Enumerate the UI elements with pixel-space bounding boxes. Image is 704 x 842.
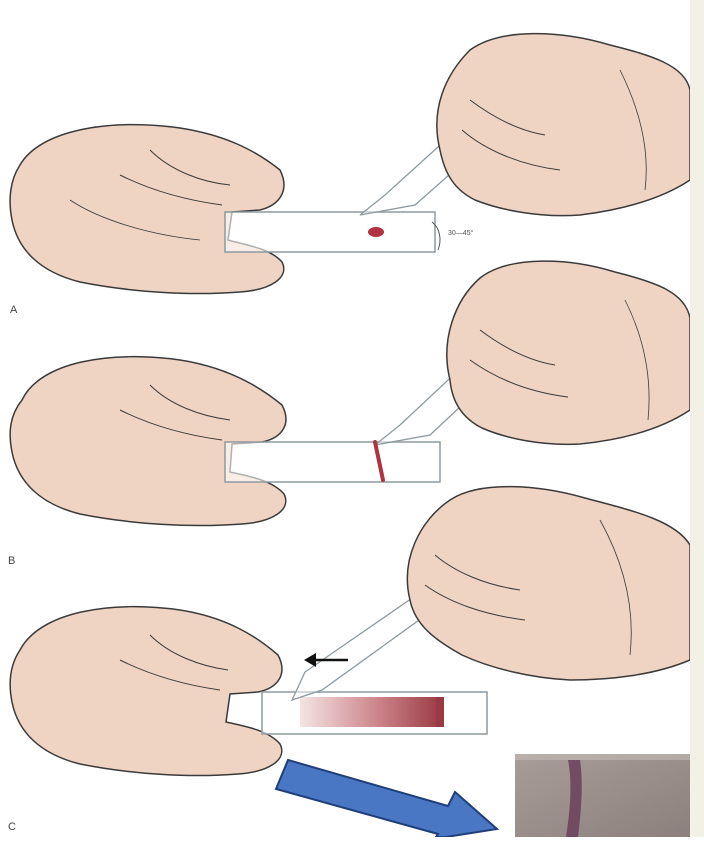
left-hand-a [10,125,284,294]
right-hand-b [447,261,690,444]
smear-photo-inset [515,754,704,837]
slide-a [225,212,435,252]
right-hand-a [437,34,690,216]
page-edge-strip [690,0,704,837]
callout-arrow [276,760,497,837]
panel-c [10,487,690,776]
blood-smear [300,697,442,727]
panel-label-c: C [8,822,16,833]
panel-a [10,34,690,294]
panel-label-b: B [8,556,15,567]
left-hand-c [10,607,282,776]
panel-label-a: A [10,305,17,316]
slide-b [225,442,440,482]
blood-drop [368,227,384,237]
panel-b [10,261,690,525]
left-hand-b [10,357,286,526]
right-hand-c [407,487,690,680]
angle-annotation: 30—45° [448,230,473,237]
